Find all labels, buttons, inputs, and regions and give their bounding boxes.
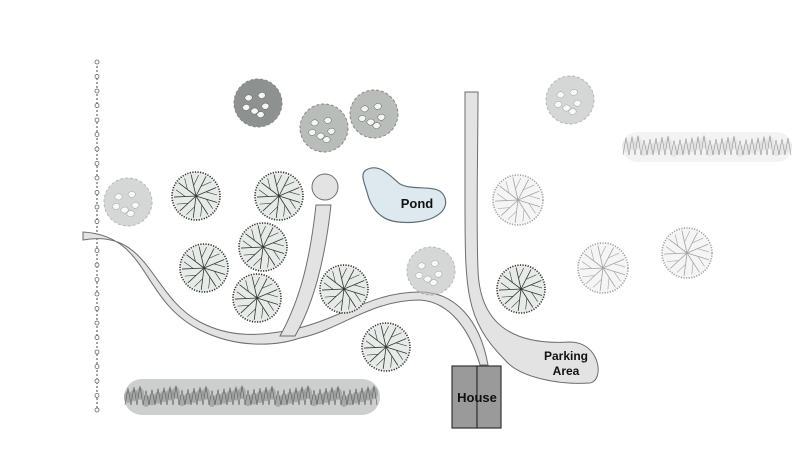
path-circle-end <box>311 173 339 201</box>
fence-post <box>94 349 100 355</box>
garden-path <box>82 231 489 366</box>
pond <box>362 167 447 224</box>
fence-post <box>94 59 100 65</box>
fence-post <box>94 378 100 384</box>
shrub-symbol <box>406 246 456 296</box>
fence-post <box>94 407 100 413</box>
tree-symbol <box>232 273 282 323</box>
fence-post <box>94 248 100 253</box>
hedge-top-right <box>622 132 792 162</box>
tree-symbol <box>179 243 229 293</box>
house-right-wing <box>476 365 502 429</box>
tree-symbol <box>319 264 369 314</box>
fence-post <box>94 335 100 340</box>
shrub-symbol <box>349 89 399 139</box>
fence-post <box>94 161 100 166</box>
tree-symbol <box>238 222 288 272</box>
fence-post <box>94 88 100 94</box>
shrub-symbol <box>103 177 153 227</box>
fence-post <box>94 132 100 137</box>
fence-post <box>94 320 100 326</box>
fence-post <box>94 306 100 311</box>
tree-symbol <box>661 227 713 279</box>
fence-post <box>94 262 100 268</box>
fence-post <box>94 393 100 398</box>
tree-symbol <box>254 171 304 221</box>
tree-symbol <box>577 242 629 294</box>
fence-post <box>94 175 100 181</box>
driveway <box>464 91 599 384</box>
hedge-bottom-left <box>124 379 380 415</box>
fence-post <box>94 146 100 152</box>
fence-post <box>94 219 100 224</box>
branch-path <box>279 204 332 337</box>
house-label: House <box>457 390 497 405</box>
plantings <box>103 75 713 372</box>
fence-post <box>94 103 100 108</box>
fence-post <box>94 204 100 210</box>
parking-label-line2: Area <box>553 364 580 378</box>
parking-label-line1: Parking <box>544 349 588 363</box>
shrub-symbol <box>545 75 595 125</box>
fence-post <box>94 291 100 297</box>
shrub-symbol <box>233 78 283 128</box>
shrub-symbol <box>299 103 349 153</box>
fence-post <box>94 74 100 79</box>
house: House <box>451 365 502 429</box>
fence-post <box>94 277 100 282</box>
pond-label: Pond <box>401 196 434 211</box>
fence-post <box>94 190 100 195</box>
fence-post <box>94 117 100 123</box>
fence-post <box>94 364 100 369</box>
tree-symbol <box>171 171 221 221</box>
tree-symbol <box>496 264 546 314</box>
tree-symbol <box>361 322 411 372</box>
tree-symbol <box>492 174 544 226</box>
